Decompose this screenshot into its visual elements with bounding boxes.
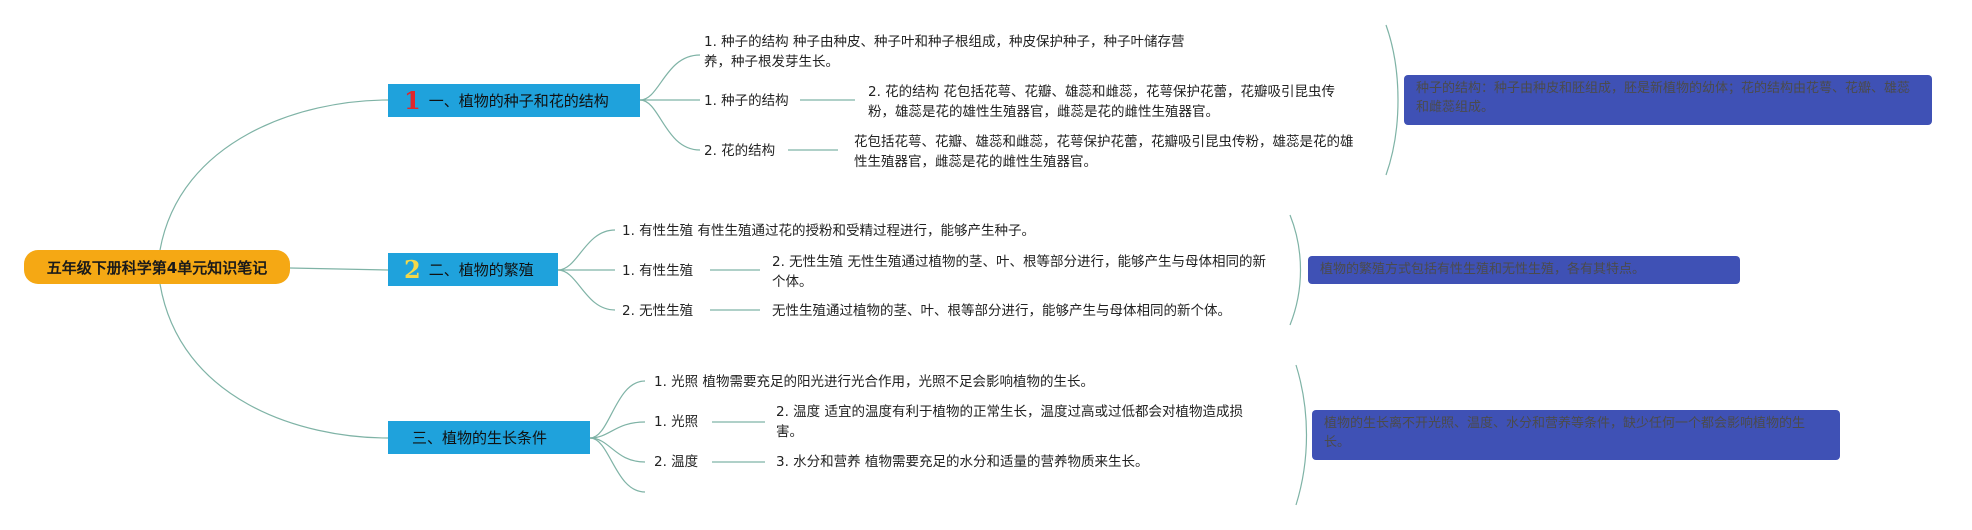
branch-2-item-asexual[interactable]: 2. 无性生殖: [622, 303, 694, 319]
number-2-icon: 2: [404, 255, 421, 284]
branch-3-item-light-detail[interactable]: 1. 光照 植物需要充足的阳光进行光合作用，光照不足会影响植物的生长。: [654, 374, 1094, 390]
branch-1-item-seed-detail[interactable]: 1. 种子的结构 种子由种皮、种子叶和种子根组成，种皮保护种子，种子叶储存营养，…: [704, 34, 1185, 70]
branch-3-item-water-detail[interactable]: 3. 水分和营养 植物需要充足的水分和适量的营养物质来生长。: [776, 454, 1149, 470]
root-title: 五年级下册科学第4单元知识笔记: [46, 258, 268, 277]
branch-1-item-flower[interactable]: 2. 花的结构: [704, 143, 776, 159]
branch-2-item-asexual-desc[interactable]: 无性生殖通过植物的茎、叶、根等部分进行，能够产生与母体相同的新个体。: [772, 303, 1231, 319]
branch-3-item-light[interactable]: 1. 光照: [654, 414, 699, 430]
branch-3-item-temperature-detail[interactable]: 2. 温度 适宜的温度有利于植物的正常生长，温度过高或过低都会对植物造成损害。: [776, 404, 1243, 440]
branch-3-item-temperature[interactable]: 2. 温度: [654, 454, 699, 470]
branch-1-item-flower-detail[interactable]: 2. 花的结构 花包括花萼、花瓣、雄蕊和雌蕊，花萼保护花蕾，花瓣吸引昆虫传粉，雄…: [868, 84, 1335, 120]
branch-1-title: 一、植物的种子和花的结构: [428, 92, 609, 110]
branch-1-node[interactable]: 1 一、植物的种子和花的结构: [388, 84, 640, 117]
branch-3-summary-note[interactable]: 植物的生长离不开光照、温度、水分和营养等条件，缺少任何一个都会影响植物的生长。: [1312, 410, 1840, 460]
branch-3-node[interactable]: 三、植物的生长条件: [388, 421, 590, 454]
branch-2-node[interactable]: 2 二、植物的繁殖: [388, 253, 558, 286]
branch-2-item-sexual[interactable]: 1. 有性生殖: [622, 263, 694, 279]
branch-3-title: 三、植物的生长条件: [412, 429, 548, 447]
root-node[interactable]: 五年级下册科学第4单元知识笔记: [24, 250, 290, 284]
branch-2-item-asexual-detail[interactable]: 2. 无性生殖 无性生殖通过植物的茎、叶、根等部分进行，能够产生与母体相同的新个…: [772, 254, 1266, 290]
branch-1-item-seed[interactable]: 1. 种子的结构: [704, 93, 789, 109]
branch-2-title: 二、植物的繁殖: [428, 261, 534, 279]
branch-2-item-sexual-detail[interactable]: 1. 有性生殖 有性生殖通过花的授粉和受精过程进行，能够产生种子。: [622, 223, 1035, 239]
branch-1-item-flower-desc[interactable]: 花包括花萼、花瓣、雄蕊和雌蕊，花萼保护花蕾，花瓣吸引昆虫传粉，雄蕊是花的雄性生殖…: [854, 134, 1354, 170]
branch-1-summary-note[interactable]: 种子的结构：种子由种皮和胚组成，胚是新植物的幼体；花的结构由花萼、花瓣、雄蕊和雌…: [1404, 75, 1932, 125]
number-1-icon: 1: [404, 86, 421, 115]
branch-2-summary-note[interactable]: 植物的繁殖方式包括有性生殖和无性生殖，各有其特点。: [1308, 256, 1740, 284]
